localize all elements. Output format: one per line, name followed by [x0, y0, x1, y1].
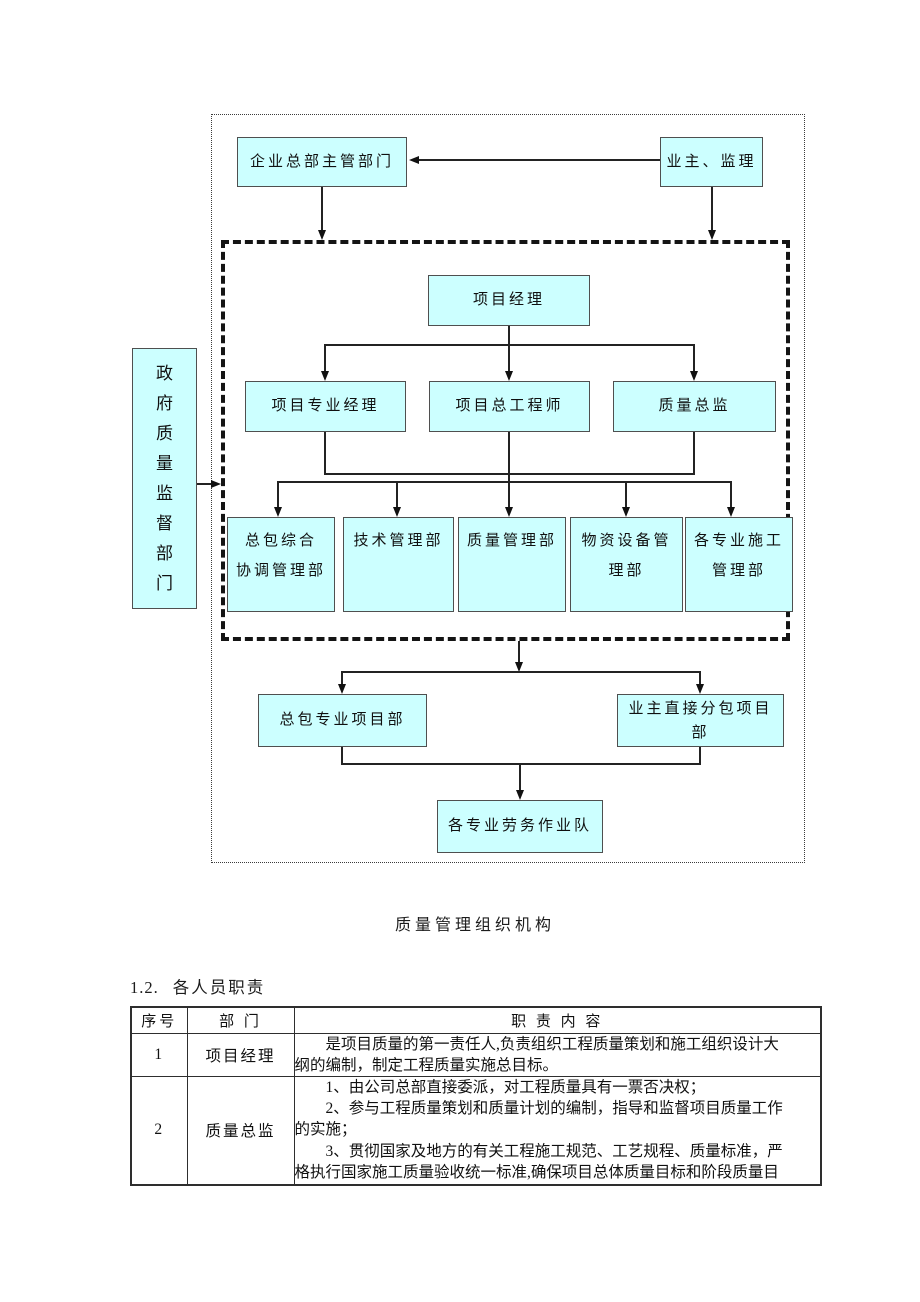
arrowhead-down-chief-engineer — [505, 371, 513, 381]
connector-to-owner-sub — [699, 672, 701, 685]
arrowhead-down-spm — [321, 371, 329, 381]
node-labor-teams-label: 各专业劳务作业队 — [447, 818, 592, 834]
node-gc-project-label: 总包专业项目部 — [279, 712, 406, 728]
row2-no: 2 — [130, 1075, 188, 1186]
connector-to-labor — [519, 764, 521, 791]
connector-to-dept-technology — [396, 482, 398, 508]
header-no: 序号 — [130, 1006, 188, 1034]
node-dept-coordination: 总包综合 协调管理部 — [227, 517, 335, 612]
connector-ce-down — [508, 432, 510, 483]
row2-dept: 质量总监 — [186, 1075, 295, 1186]
connector-to-spm — [324, 345, 326, 372]
connector-owner-sub-down — [699, 747, 701, 765]
header-duty: 职 责 内 容 — [293, 1006, 822, 1034]
connector-gc-project-down — [341, 747, 343, 765]
connector-hq-down — [321, 187, 323, 231]
connector-to-chief-engineer — [508, 345, 510, 372]
section-title: 各人员职责 — [172, 978, 266, 997]
connector-qd-down — [693, 432, 695, 475]
connector-dept-branch — [277, 481, 732, 483]
arrowhead-down-owner — [708, 230, 716, 240]
node-dept-technology: 技术管理部 — [343, 517, 454, 612]
row1-dept: 项目经理 — [186, 1032, 295, 1077]
arrowhead-down-dept-material — [622, 507, 630, 517]
node-labor-teams: 各专业劳务作业队 — [437, 800, 603, 853]
node-dept-specialty-construction: 各专业施工 管理部 — [685, 517, 793, 612]
arrowhead-down-dept-coordination — [274, 507, 282, 517]
node-hq: 企业总部主管部门 — [237, 137, 407, 187]
node-specialty-manager: 项目专业经理 — [245, 381, 406, 432]
node-owner-label: 业主、监理 — [666, 153, 757, 170]
connector-row4-branch — [341, 671, 701, 673]
arrowhead-down-quality-director — [690, 371, 698, 381]
section-heading: 1.2. 各人员职责 — [130, 974, 265, 998]
table-row: 1 项目经理 是项目质量的第一责任人,负责组织工程质量策划和施工组织设计大 纲的… — [130, 1032, 822, 1077]
node-gc-project-dept: 总包专业项目部 — [258, 694, 427, 747]
node-owner: 业主、监理 — [660, 137, 763, 187]
row1-no: 1 — [130, 1032, 188, 1077]
arrowhead-down-labor — [516, 790, 524, 800]
node-quality-director-label: 质量总监 — [658, 398, 731, 414]
node-quality-director: 质量总监 — [613, 381, 776, 432]
node-project-manager: 项目经理 — [428, 275, 590, 326]
node-dept-coordination-label: 总包综合 协调管理部 — [235, 533, 326, 579]
outer-dotted-frame — [211, 114, 805, 863]
arrowhead-down-gc-project — [338, 684, 346, 694]
node-dept-quality: 质量管理部 — [458, 517, 566, 612]
connector-to-dept-coordination — [277, 482, 279, 508]
connector-spm-down — [324, 432, 326, 475]
diagram-caption: 质量管理组织机构 — [394, 917, 555, 934]
connector-to-dept-specialty — [730, 482, 732, 508]
inner-dashed-frame — [221, 240, 790, 641]
connector-owner-down — [711, 187, 713, 231]
arrowhead-right-gov — [211, 480, 221, 488]
arrowhead-down-dept-technology — [393, 507, 401, 517]
table-header-row: 序号 部 门 职 责 内 容 — [130, 1006, 822, 1034]
node-pm-label: 项目经理 — [472, 292, 545, 308]
node-hq-label: 企业总部主管部门 — [249, 153, 394, 170]
connector-to-gc-project — [341, 672, 343, 685]
connector-gov-to-frame — [197, 483, 211, 485]
header-dept: 部 门 — [186, 1006, 295, 1034]
node-government-supervision: 政府质量监督部门 — [132, 348, 197, 609]
node-chief-engineer-label: 项目总工程师 — [455, 398, 564, 414]
connector-pm-down — [508, 326, 510, 346]
connector-owner-to-hq — [419, 159, 660, 161]
arrowhead-down-dept-specialty — [727, 507, 735, 517]
arrowhead-left-hq — [409, 156, 419, 164]
connector-to-quality-director — [693, 345, 695, 372]
duty-table: 序号 部 门 职 责 内 容 1 项目经理 是项目质量的第一责任人,负责组织工程… — [130, 1006, 822, 1186]
node-dept-technology-label: 技术管理部 — [353, 533, 444, 549]
node-dept-material: 物资设备管 理部 — [570, 517, 683, 612]
node-gov-label: 政府质量监督部门 — [156, 363, 173, 593]
connector-to-dept-material — [625, 482, 627, 508]
arrowhead-down-owner-sub — [696, 684, 704, 694]
node-chief-engineer: 项目总工程师 — [429, 381, 590, 432]
node-dept-specialty-label: 各专业施工 管理部 — [693, 533, 784, 579]
row2-content: 1、由公司总部直接委派，对工程质量具有一票否决权；2、参与工程质量策划和质量计划… — [293, 1075, 822, 1186]
connector-frame-down — [518, 641, 520, 663]
connector-row4-join — [341, 763, 701, 765]
connector-to-dept-quality — [508, 482, 510, 508]
node-owner-sub-project-dept: 业主直接分包项目 部 — [617, 694, 784, 747]
arrowhead-down-frame — [515, 662, 523, 672]
arrowhead-down-hq — [318, 230, 326, 240]
node-owner-sub-project-label: 业主直接分包项目 部 — [628, 700, 773, 741]
node-dept-quality-label: 质量管理部 — [466, 533, 557, 549]
node-spm-label: 项目专业经理 — [271, 398, 380, 414]
section-number: 1.2. — [130, 978, 159, 997]
table-row: 2 质量总监 1、由公司总部直接委派，对工程质量具有一票否决权；2、参与工程质量… — [130, 1075, 822, 1186]
row1-content: 是项目质量的第一责任人,负责组织工程质量策划和施工组织设计大 纲的编制，制定工程… — [293, 1032, 822, 1077]
arrowhead-down-dept-quality — [505, 507, 513, 517]
node-dept-material-label: 物资设备管 理部 — [581, 533, 672, 579]
